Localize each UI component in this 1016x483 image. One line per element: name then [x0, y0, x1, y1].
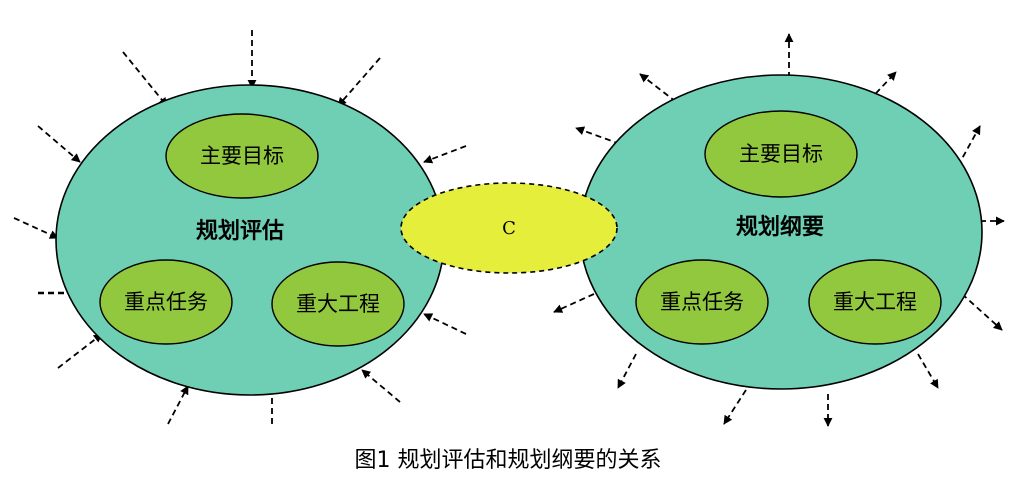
in-arrow: [337, 57, 381, 107]
out-arrow: [957, 125, 981, 167]
left-node-major-projects: [271, 261, 405, 347]
in-arrow: [37, 125, 81, 163]
right-node-key-tasks: [635, 259, 769, 345]
out-arrow: [961, 293, 1003, 331]
in-arrow: [122, 51, 168, 107]
out-arrow: [917, 353, 939, 389]
right-node-major-projects-label: 重大工程: [833, 290, 917, 314]
right-circle-title: 规划纲要: [736, 214, 824, 240]
left-node-main-goal-label: 主要目标: [200, 144, 284, 168]
in-arrow: [423, 313, 467, 335]
center-ellipse: [400, 182, 618, 274]
in-arrow: [423, 145, 467, 164]
left-circle-title: 规划评估: [196, 219, 284, 244]
in-arrow: [13, 217, 59, 239]
figure-caption: 图1 规划评估和规划纲要的关系: [354, 448, 662, 473]
out-arrow: [575, 126, 621, 145]
center-label: C: [502, 218, 516, 239]
right-node-main-goal-label: 主要目标: [739, 142, 823, 166]
in-arrow: [57, 333, 103, 369]
left-node-key-tasks: [99, 259, 233, 345]
left-node-key-tasks-label: 重点任务: [124, 290, 208, 314]
right-node-major-projects: [808, 259, 942, 345]
out-arrow: [723, 389, 747, 425]
in-arrow: [167, 385, 189, 425]
right-node-main-goal: [704, 110, 858, 198]
right-node-key-tasks-label: 重点任务: [660, 290, 744, 314]
outward-arrows: [553, 33, 1005, 427]
out-arrow: [617, 353, 637, 389]
left-node-major-projects-label: 重大工程: [296, 292, 380, 316]
out-arrow: [861, 71, 897, 109]
in-arrow: [361, 369, 401, 403]
left-node-main-goal: [165, 113, 319, 199]
out-arrow: [553, 293, 595, 313]
